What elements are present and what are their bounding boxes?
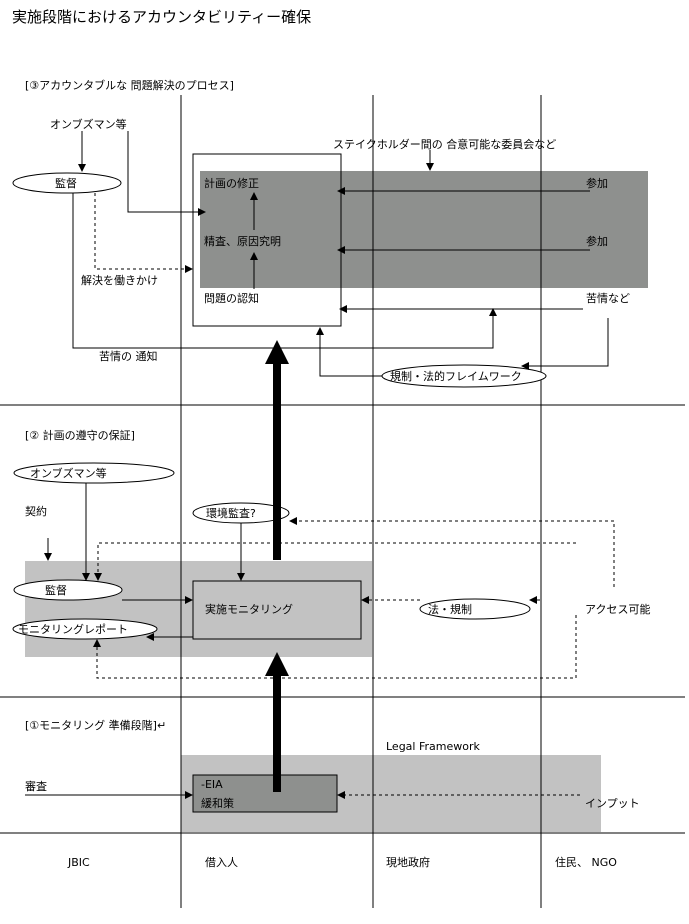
law-regulation-label: 法・規制 bbox=[428, 602, 472, 616]
contract-label: 契約 bbox=[25, 504, 47, 518]
compliance-panel bbox=[25, 561, 372, 657]
mitigation-label: 緩和策 bbox=[201, 796, 234, 810]
participation-label-2: 参加 bbox=[586, 234, 608, 248]
ombudsman-label-3: オンブズマン等 bbox=[50, 117, 127, 131]
urge-resolution-label: 解決を働きかけ bbox=[81, 273, 158, 287]
arrow-complaints-to-framework bbox=[521, 318, 609, 370]
section3-header: [③アカウンタブルな 問題解決のプロセス] bbox=[25, 78, 234, 92]
arrow-ombudsman-to-plan bbox=[127, 131, 206, 216]
arrow-urge-resolution bbox=[94, 193, 193, 273]
arrow-complaint-notice bbox=[72, 193, 497, 349]
ombudsman-ellipse-2 bbox=[13, 462, 175, 484]
committee-label: ステイクホルダー間の 合意可能な委員会など bbox=[333, 137, 556, 151]
column-label-borrower: 借入人 bbox=[205, 856, 238, 869]
eia-label: -EIA bbox=[201, 778, 223, 791]
complaints-label: 苦情など bbox=[586, 292, 630, 305]
column-label-jbic: JBIC bbox=[67, 856, 90, 869]
env-audit-label: 環境監査? bbox=[206, 506, 256, 520]
supervision-ellipse-2 bbox=[13, 579, 123, 601]
review-label: 審査 bbox=[25, 779, 47, 793]
section1-header: [①モニタリング 準備段階]↵ bbox=[25, 718, 166, 732]
input-label: インプット bbox=[585, 797, 640, 810]
monitoring-report-label: モニタリングレポート bbox=[18, 622, 128, 636]
eia-box bbox=[192, 774, 338, 813]
accessible-label: アクセス可能 bbox=[585, 602, 650, 616]
problem-recognition-label: 問題の認知 bbox=[204, 291, 259, 305]
implementation-monitoring-label: 実施モニタリング bbox=[205, 602, 293, 616]
problem-solving-box bbox=[192, 153, 342, 327]
ombudsman-label-2: オンブズマン等 bbox=[30, 466, 107, 480]
arrow-access-to-report bbox=[93, 615, 577, 679]
implementation-monitoring-box bbox=[192, 580, 362, 640]
legal-framework-label: Legal Framework bbox=[386, 740, 481, 753]
column-label-residents: 住民、 NGO bbox=[555, 855, 617, 869]
investigation-label: 精査、原因究明 bbox=[204, 234, 281, 248]
arrow-framework-to-box bbox=[316, 327, 382, 377]
supervision-ellipse-3 bbox=[12, 172, 122, 194]
monitoring-report-ellipse bbox=[12, 618, 158, 640]
arrow-access-to-audit bbox=[289, 517, 615, 587]
complaint-notice-label: 苦情の 通知 bbox=[99, 349, 158, 363]
column-label-local-gov: 現地政府 bbox=[386, 855, 430, 869]
supervision-label-3: 監督 bbox=[55, 176, 77, 190]
section2-header: [② 計画の遵守の保証] bbox=[25, 428, 135, 442]
regulatory-framework-label: 規制・法的フレイムワーク bbox=[390, 369, 522, 383]
page-title: 実施段階におけるアカウンタビリティー確保 bbox=[12, 8, 311, 26]
law-regulation-ellipse bbox=[419, 598, 531, 620]
committee-panel bbox=[200, 171, 648, 288]
participation-label-1: 参加 bbox=[586, 176, 608, 190]
supervision-label-2: 監督 bbox=[45, 583, 67, 597]
plan-revision-label: 計画の修正 bbox=[204, 176, 259, 190]
